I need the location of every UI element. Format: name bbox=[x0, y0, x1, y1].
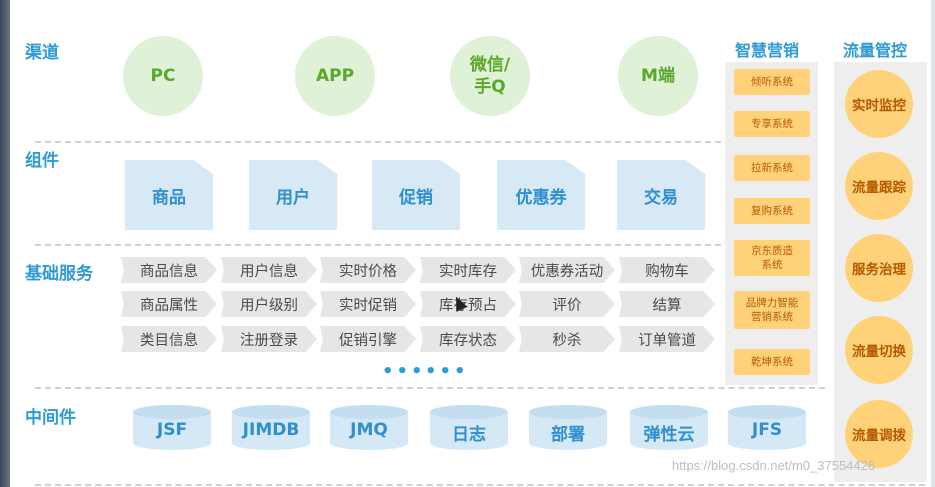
service-item: 优惠券活动 bbox=[519, 257, 615, 283]
service-item: 实时价格 bbox=[320, 257, 416, 283]
marketing-system-item: 专享系统 bbox=[734, 111, 810, 137]
middleware-deploy: 部署 bbox=[529, 405, 607, 455]
component-promotion: 促销 bbox=[372, 160, 460, 230]
channel-label: PC bbox=[150, 65, 176, 86]
component-user: 用户 bbox=[249, 160, 337, 230]
marketing-system-item: 品牌力智能 营销系统 bbox=[734, 291, 810, 329]
middleware-label: JFS bbox=[751, 420, 783, 440]
component-label: 优惠券 bbox=[515, 187, 567, 208]
service-item: 库存预占 bbox=[420, 291, 516, 317]
service-item: 类目信息 bbox=[121, 326, 217, 352]
component-product: 商品 bbox=[125, 160, 213, 230]
component-label: 用户 bbox=[276, 187, 310, 208]
ellipsis-more: ••• bbox=[382, 361, 426, 382]
middleware-label: 日志 bbox=[452, 425, 486, 445]
marketing-system-item: 拉新系统 bbox=[734, 155, 810, 181]
service-item: 结算 bbox=[619, 291, 715, 317]
traffic-control-item: 流量调拨 bbox=[845, 400, 913, 468]
service-item: 评价 bbox=[519, 291, 615, 317]
service-item: 商品信息 bbox=[121, 257, 217, 283]
channel-mobile-web: M端 bbox=[618, 36, 698, 116]
service-item: 商品属性 bbox=[121, 291, 217, 317]
channel-label: 微信/ 手Q bbox=[469, 54, 511, 97]
middleware-elastic-cloud: 弹性云 bbox=[630, 405, 708, 455]
service-item: 订单管道 bbox=[619, 326, 715, 352]
component-label: 交易 bbox=[644, 187, 678, 208]
component-label: 促销 bbox=[399, 187, 433, 208]
service-item: 购物车 bbox=[619, 257, 715, 283]
divider-bottom bbox=[35, 484, 925, 486]
traffic-control-item: 流量跟踪 bbox=[845, 152, 913, 220]
watermark-text: https://blog.csdn.net/m0_37554426 bbox=[672, 458, 876, 473]
service-item: 实时库存 bbox=[420, 257, 516, 283]
row-label-basic-services: 基础服务 bbox=[25, 264, 93, 284]
middleware-label: JIMDB bbox=[242, 420, 300, 440]
row-label-middleware: 中间件 bbox=[25, 408, 76, 428]
channel-label: APP bbox=[315, 65, 355, 86]
service-item: 注册登录 bbox=[221, 326, 317, 352]
middleware-log: 日志 bbox=[430, 405, 508, 455]
window-left-edge bbox=[0, 0, 10, 487]
component-coupon: 优惠券 bbox=[497, 160, 585, 230]
divider-channel-component bbox=[35, 141, 721, 143]
middleware-jmq: JMQ bbox=[330, 405, 408, 455]
middleware-label: 部署 bbox=[551, 425, 585, 445]
traffic-control-title: 流量管控 bbox=[843, 41, 908, 60]
service-item: 促销引擎 bbox=[320, 326, 416, 352]
marketing-system-item: 倾听系统 bbox=[734, 69, 810, 95]
marketing-system-item: 复购系统 bbox=[734, 198, 810, 224]
channel-pc: PC bbox=[123, 36, 203, 116]
divider-basic-middleware bbox=[35, 387, 825, 389]
middleware-label: JMQ bbox=[350, 420, 388, 440]
divider-component-basic bbox=[35, 244, 721, 246]
channel-wechat-qq: 微信/ 手Q bbox=[450, 36, 530, 116]
window-right-edge bbox=[931, 0, 935, 487]
row-label-channel: 渠道 bbox=[25, 43, 59, 63]
channel-app: APP bbox=[295, 36, 375, 116]
service-item: 库存状态 bbox=[420, 326, 516, 352]
middleware-label: 弹性云 bbox=[643, 425, 695, 445]
service-item: 用户级别 bbox=[221, 291, 317, 317]
service-item: 用户信息 bbox=[221, 257, 317, 283]
marketing-system-item: 京东质造 系统 bbox=[734, 240, 810, 276]
component-trade: 交易 bbox=[617, 160, 705, 230]
channel-label: M端 bbox=[641, 65, 675, 86]
traffic-control-item: 服务治理 bbox=[845, 234, 913, 302]
middleware-jimdb: JIMDB bbox=[232, 405, 310, 455]
smart-marketing-title: 智慧营销 bbox=[735, 41, 800, 60]
row-label-component: 组件 bbox=[25, 151, 59, 171]
middleware-jfs: JFS bbox=[728, 405, 806, 455]
marketing-system-item: 乾坤系统 bbox=[734, 349, 810, 375]
service-item: 秒杀 bbox=[519, 326, 615, 352]
middleware-jsf: JSF bbox=[133, 405, 211, 455]
traffic-control-item: 实时监控 bbox=[845, 70, 913, 138]
component-label: 商品 bbox=[152, 187, 186, 208]
ellipsis-more: ••• bbox=[425, 361, 469, 382]
middleware-label: JSF bbox=[156, 420, 188, 440]
traffic-control-item: 流量切换 bbox=[845, 316, 913, 384]
service-item: 实时促销 bbox=[320, 291, 416, 317]
